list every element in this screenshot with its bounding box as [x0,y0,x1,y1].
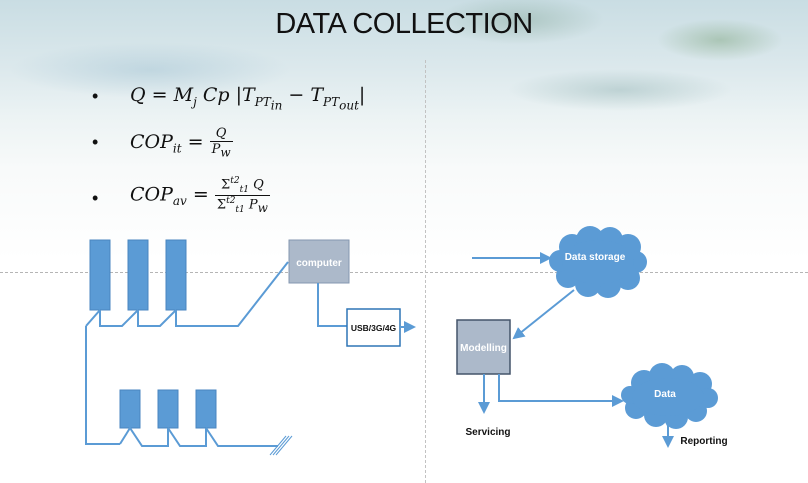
computer-label: computer [296,258,342,269]
symbol-cp: Cp [202,84,230,106]
modelling-box [456,319,511,375]
subscript-it: it [172,141,182,156]
modelling-to-data-arrow [498,374,624,407]
slide-title: DATA COLLECTION [275,8,533,40]
data-cloud [621,363,718,429]
minus-sign: − [288,84,305,106]
reporting-label: Reporting [680,436,727,447]
bottom-wiring [119,426,278,447]
data-storage-cloud [549,226,647,298]
storage-to-modelling-arrow [512,289,575,340]
solar-panel [157,389,179,429]
symbol-p: P [211,142,221,157]
bullet: • [92,86,99,106]
vertical-guide-line [425,60,426,483]
equals-sign: = [187,130,204,153]
background-image [0,0,808,260]
equals-sign: = [151,84,168,106]
symbol-cop: COP [130,183,173,206]
symbol-t: T [242,84,255,106]
modelling-label: Modelling [460,343,507,354]
symbol-q: Q [253,177,264,193]
symbol-q: Q [130,84,146,106]
usb-label: USB/3G/4G [351,323,397,333]
symbol-cop: COP [130,130,173,153]
subscript-in: in [270,98,283,113]
subscript-pt: PT [254,94,271,109]
solar-panel [127,239,149,311]
solar-panel [195,389,217,429]
subscript-pt: PT [323,94,340,109]
equals-sign: = [192,183,209,206]
numerator: Q [209,126,233,142]
subscript-j: j [193,94,197,109]
top-wiring [85,261,289,445]
break-mark [269,435,293,456]
data-storage-label: Data storage [565,252,626,263]
servicing-label: Servicing [465,427,510,438]
bullet: • [92,188,99,208]
solar-panel [119,389,141,429]
fraction: Q Pw [209,126,233,160]
solar-panel [165,239,187,311]
subscript-av: av [172,194,187,209]
symbol-t: T [310,84,324,106]
data-label: Data [654,389,676,400]
subscript-out: out [339,98,359,113]
connector [317,283,347,327]
solar-panel [89,239,111,311]
sigma: Σ [216,197,227,213]
bullet: • [92,132,99,152]
fraction: Σt2t1 Q Σt2t1 Pw [214,176,270,215]
usb-box [346,308,401,347]
horizontal-guide-line [0,272,808,273]
subscript-w: w [220,145,231,160]
symbol-m: M [173,84,194,106]
sigma: Σ [221,177,231,193]
